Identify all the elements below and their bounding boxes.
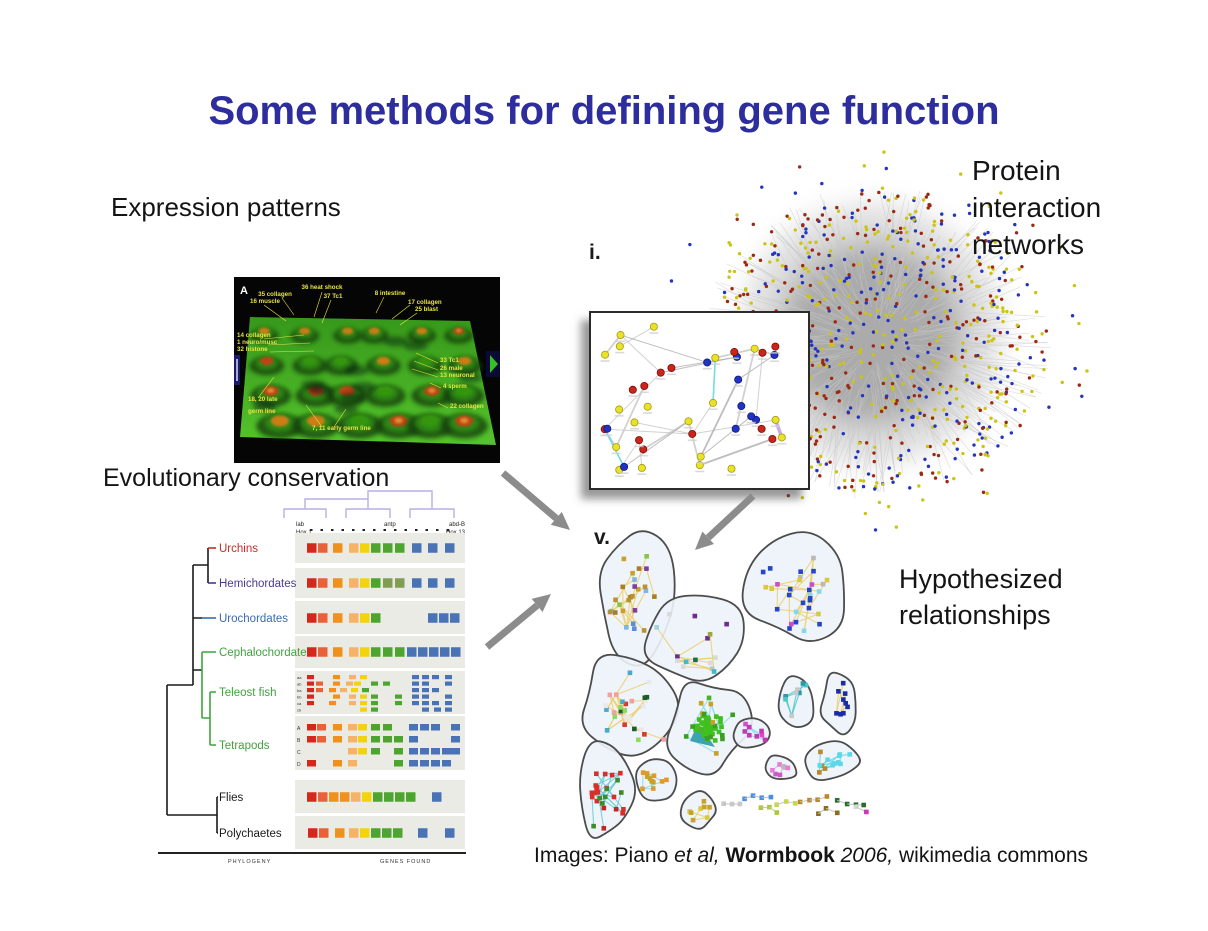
protein-label-line: interaction: [972, 192, 1102, 223]
svg-text:Tetrapods: Tetrapods: [219, 740, 270, 752]
svg-text:14 collagen: 14 collagen: [237, 332, 271, 339]
svg-text:25 blast: 25 blast: [415, 306, 438, 313]
hypothesized-relationships-figure: [560, 515, 900, 850]
svg-text:germ line: germ line: [248, 408, 276, 415]
svg-text:8 intestine: 8 intestine: [375, 290, 406, 297]
svg-text:C: C: [297, 750, 301, 756]
svg-text:26 male: 26 male: [440, 365, 463, 372]
page-title: Some methods for defining gene function: [208, 88, 1000, 133]
svg-text:ba: ba: [297, 688, 302, 693]
svg-text:7, 11 early germ line: 7, 11 early germ line: [312, 425, 371, 432]
svg-text:18, 20 late: 18, 20 late: [248, 396, 278, 403]
svg-text:Flies: Flies: [219, 792, 244, 804]
svg-text:Teleost fish: Teleost fish: [219, 687, 277, 699]
protein-interaction-networks-label: Protein interaction networks: [972, 152, 1101, 263]
svg-text:A: A: [240, 285, 248, 297]
evolutionary-conservation-figure: labHox 1antpabd-BHox 13UrchinsHemichorda…: [158, 485, 470, 875]
svg-text:B: B: [297, 738, 301, 744]
svg-text:PHYLOGENY: PHYLOGENY: [228, 859, 271, 865]
svg-text:Cephalochordates: Cephalochordates: [219, 647, 313, 659]
svg-text:GENES FOUND: GENES FOUND: [380, 859, 431, 865]
svg-text:cb: cb: [297, 707, 302, 712]
citation-part: Wormbook: [725, 844, 835, 867]
protein-label-line: Protein: [972, 155, 1061, 186]
expression-patterns-label: Expression patterns: [111, 192, 341, 222]
svg-text:1 neuro/musc: 1 neuro/musc: [237, 339, 278, 346]
svg-text:16 muscle: 16 muscle: [250, 298, 280, 305]
evolutionary-conservation-label: Evolutionary conservation: [103, 464, 390, 492]
citation-part: et al,: [674, 844, 720, 867]
panel-i-label: i.: [589, 241, 601, 264]
svg-text:37 Tc1: 37 Tc1: [324, 293, 343, 300]
svg-text:antp: antp: [384, 522, 396, 528]
hypothesized-relationships-label: Hypothesized relationships: [899, 561, 1063, 633]
svg-text:ab: ab: [297, 681, 302, 686]
protein-label-line: networks: [972, 229, 1085, 260]
svg-text:bb: bb: [297, 694, 302, 699]
citation: Images: Piano et al, Wormbook 2006, wiki…: [534, 844, 1088, 868]
svg-text:Polychaetes: Polychaetes: [219, 828, 282, 840]
citation-part: Images: Piano: [534, 844, 675, 867]
hypothesized-label-line: relationships: [899, 600, 1051, 630]
svg-text:Urchins: Urchins: [219, 543, 258, 555]
svg-text:13 neuronal: 13 neuronal: [440, 372, 475, 379]
svg-text:35 collagen: 35 collagen: [258, 291, 292, 298]
inset-network-box: [589, 311, 810, 490]
svg-text:Hemichordates: Hemichordates: [219, 578, 297, 590]
svg-text:abd-B: abd-B: [449, 522, 465, 528]
svg-text:4 sperm: 4 sperm: [443, 383, 467, 390]
hypothesized-label-line: Hypothesized: [899, 564, 1063, 594]
svg-text:ca: ca: [297, 701, 302, 706]
svg-text:lab: lab: [296, 522, 305, 528]
svg-text:33 Tc1: 33 Tc1: [440, 357, 459, 364]
svg-text:A: A: [297, 726, 301, 732]
svg-text:D: D: [297, 762, 301, 768]
svg-text:22 collagen: 22 collagen: [450, 403, 484, 410]
citation-part: 2006,: [840, 844, 894, 867]
svg-text:36 heat shock: 36 heat shock: [302, 284, 343, 291]
protein-interaction-inset: [581, 301, 821, 501]
svg-text:aa: aa: [297, 675, 302, 680]
svg-text:Urochordates: Urochordates: [219, 613, 288, 625]
citation-part: wikimedia commons: [893, 844, 1089, 867]
svg-text:17 collagen: 17 collagen: [408, 299, 442, 306]
svg-text:32 histone: 32 histone: [237, 346, 268, 353]
panel-v-label: v.: [594, 526, 610, 549]
